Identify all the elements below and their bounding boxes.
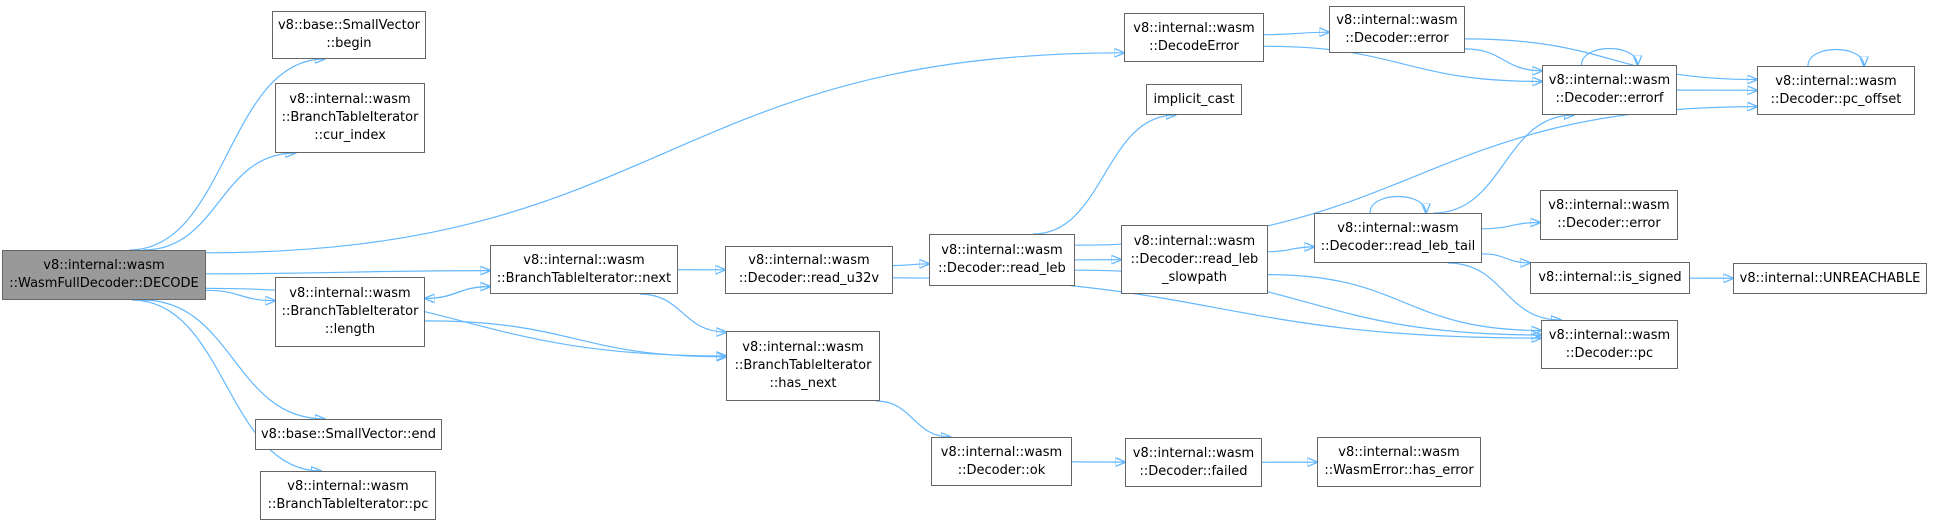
node-dec-ok[interactable]: v8::internal::wasm ::Decoder::ok bbox=[931, 437, 1072, 486]
node-label: v8::internal::wasm ::Decoder::ok bbox=[940, 444, 1063, 478]
node-label: v8::internal::wasm ::Decoder::read_leb_t… bbox=[1320, 221, 1476, 254]
edge-read-leb-tail-to-dec-error-mid bbox=[1481, 223, 1540, 230]
node-dec-error-top[interactable]: v8::internal::wasm ::Decoder::error bbox=[1329, 6, 1465, 53]
node-read-leb-slowpath[interactable]: v8::internal::wasm ::Decoder::read_leb _… bbox=[1121, 225, 1268, 294]
node-implicit-cast[interactable]: implicit_cast bbox=[1146, 84, 1242, 115]
node-unreachable[interactable]: v8::internal::UNREACHABLE bbox=[1733, 263, 1927, 294]
edge-bti-has-next-to-dec-ok bbox=[875, 400, 951, 437]
node-decode[interactable]: v8::internal::wasm ::WasmFullDecoder::DE… bbox=[2, 250, 206, 300]
node-label: v8::internal::wasm ::DecodeError bbox=[1133, 20, 1255, 54]
edge-decode-to-decode-error bbox=[205, 53, 1124, 254]
edge-bti-length-to-bti-has-next bbox=[424, 320, 726, 357]
node-sv-end[interactable]: v8::base::SmallVector::end bbox=[255, 419, 442, 450]
edge-decode-error-to-dec-error-top bbox=[1263, 32, 1329, 35]
edge-decode-error-to-errorf bbox=[1263, 45, 1542, 81]
node-has-error[interactable]: v8::internal::wasm ::WasmError::has_erro… bbox=[1317, 437, 1481, 487]
edge-pc-offset-to-pc-offset bbox=[1807, 48, 1864, 67]
node-label: v8::internal::wasm ::Decoder::error bbox=[1548, 198, 1670, 231]
edge-read-leb-tail-to-dec-pc bbox=[1447, 262, 1561, 320]
edge-dec-error-top-to-errorf bbox=[1464, 48, 1542, 71]
edge-read-u32v-to-read-leb bbox=[892, 264, 929, 266]
node-read-u32v[interactable]: v8::internal::wasm ::Decoder::read_u32v bbox=[725, 246, 893, 294]
node-read-leb-tail[interactable]: v8::internal::wasm ::Decoder::read_leb_t… bbox=[1314, 213, 1482, 263]
edge-decode-to-bti-length bbox=[205, 289, 275, 300]
node-bti-pc[interactable]: v8::internal::wasm ::BranchTableIterator… bbox=[260, 471, 436, 520]
edge-decode-to-bti-pc bbox=[131, 299, 321, 471]
edge-decode-to-bti-cur-index bbox=[143, 153, 295, 251]
node-bti-cur-index[interactable]: v8::internal::wasm ::BranchTableIterator… bbox=[275, 83, 425, 153]
edge-read-leb-to-implicit-cast bbox=[1033, 115, 1175, 235]
node-label: v8::internal::wasm ::Decoder::error bbox=[1336, 12, 1458, 46]
node-bti-length[interactable]: v8::internal::wasm ::BranchTableIterator… bbox=[275, 277, 425, 347]
node-label: v8::internal::wasm ::Decoder::failed bbox=[1132, 445, 1255, 479]
node-label: v8::base::SmallVector ::begin bbox=[277, 18, 420, 51]
node-label: v8::internal::wasm ::Decoder::read_u32v bbox=[738, 253, 880, 286]
node-label: v8::internal::wasm ::BranchTableIterator… bbox=[734, 340, 872, 391]
edge-read-leb-tail-to-errorf bbox=[1433, 115, 1574, 214]
edge-read-leb-tail-to-read-leb-tail bbox=[1369, 195, 1426, 214]
node-errorf[interactable]: v8::internal::wasm ::Decoder::errorf bbox=[1542, 65, 1677, 115]
node-label: v8::internal::wasm ::Decoder::pc_offset bbox=[1770, 73, 1902, 107]
node-label: v8::internal::wasm ::BranchTableIterator… bbox=[496, 252, 672, 286]
node-bti-has-next[interactable]: v8::internal::wasm ::BranchTableIterator… bbox=[726, 331, 880, 401]
edge-read-leb-slowpath-to-read-leb-tail bbox=[1267, 247, 1314, 253]
node-bti-next[interactable]: v8::internal::wasm ::BranchTableIterator… bbox=[490, 245, 678, 294]
node-label: v8::internal::wasm ::Decoder::read_leb bbox=[938, 243, 1066, 276]
edge-decode-to-sv-begin bbox=[129, 59, 325, 251]
node-label: v8::internal::wasm ::BranchTableIterator… bbox=[281, 286, 419, 337]
node-label: implicit_cast bbox=[1153, 91, 1235, 107]
edge-errorf-to-errorf bbox=[1580, 47, 1638, 66]
node-label: v8::internal::wasm ::BranchTableIterator… bbox=[281, 92, 419, 143]
edge-read-leb-slowpath-to-dec-pc bbox=[1267, 274, 1541, 331]
node-label: v8::internal::wasm ::WasmFullDecoder::DE… bbox=[9, 258, 199, 291]
node-sv-begin[interactable]: v8::base::SmallVector ::begin bbox=[272, 11, 426, 59]
node-label: v8::internal::UNREACHABLE bbox=[1739, 270, 1921, 286]
node-dec-pc[interactable]: v8::internal::wasm ::Decoder::pc bbox=[1541, 320, 1678, 369]
node-label: v8::internal::wasm ::Decoder::errorf bbox=[1548, 73, 1671, 106]
node-label: v8::internal::wasm ::WasmError::has_erro… bbox=[1324, 445, 1474, 478]
node-read-leb[interactable]: v8::internal::wasm ::Decoder::read_leb bbox=[929, 234, 1075, 286]
edge-decode-to-bti-next bbox=[205, 271, 490, 274]
node-dec-failed[interactable]: v8::internal::wasm ::Decoder::failed bbox=[1125, 438, 1262, 487]
edge-bti-next-to-bti-has-next bbox=[639, 293, 726, 332]
node-label: v8::internal::is_signed bbox=[1538, 270, 1682, 285]
node-label: v8::internal::wasm ::BranchTableIterator… bbox=[267, 478, 429, 512]
node-is-signed[interactable]: v8::internal::is_signed bbox=[1530, 262, 1690, 294]
edge-decode-to-sv-end bbox=[142, 299, 324, 419]
edge-dec-error-top-to-pc-offset bbox=[1464, 38, 1757, 80]
node-dec-error-mid[interactable]: v8::internal::wasm ::Decoder::error bbox=[1540, 190, 1678, 240]
node-decode-error[interactable]: v8::internal::wasm ::DecodeError bbox=[1124, 13, 1264, 62]
edge-read-leb-tail-to-is-signed bbox=[1481, 253, 1530, 263]
node-pc-offset[interactable]: v8::internal::wasm ::Decoder::pc_offset bbox=[1757, 66, 1915, 115]
node-label: v8::internal::wasm ::Decoder::read_leb _… bbox=[1130, 233, 1259, 285]
node-label: v8::internal::wasm ::Decoder::pc bbox=[1548, 327, 1671, 361]
node-label: v8::base::SmallVector::end bbox=[260, 426, 437, 442]
edge-bti-length-to-bti-next bbox=[424, 287, 490, 299]
